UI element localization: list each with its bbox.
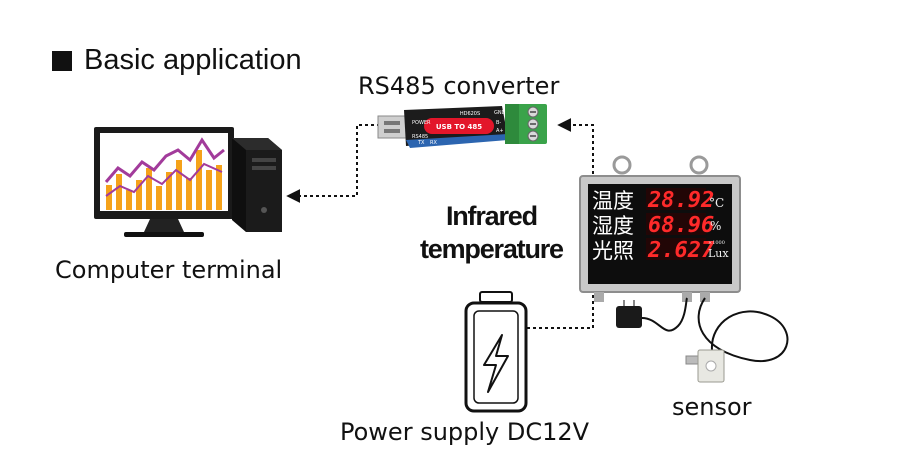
- display-label-temperature: 温度: [592, 189, 634, 213]
- converter-mark-rx: RX: [430, 140, 437, 146]
- terminal-block-icon: [505, 104, 547, 144]
- square-bullet-icon: [52, 50, 72, 71]
- label-infrared-line1: Infrared: [445, 201, 538, 231]
- computer-icon: [94, 127, 282, 237]
- label-infrared-line2: temperature: [420, 234, 564, 264]
- connection-display-to-converter: [557, 118, 594, 180]
- section-heading: Basic application: [52, 44, 302, 77]
- label-computer-terminal: Computer terminal: [55, 256, 283, 284]
- label-rs485-converter: RS485 converter: [358, 72, 560, 100]
- display-unit-humidity: %: [710, 219, 721, 233]
- usb-converter-icon: USB TO 485 HD620S POWER RS485 GND B- A+ …: [377, 104, 547, 148]
- power-adapter-icon: [616, 297, 688, 332]
- connection-power-to-display: [527, 290, 594, 329]
- converter-mark-tx: TX: [417, 140, 425, 146]
- converter-mark-power: POWER: [412, 120, 431, 126]
- battery-icon: [464, 291, 528, 413]
- led-display-panel: 温度 湿度 光照 28.92 68.96 2.627 °C % ×1000 Lu…: [579, 155, 741, 302]
- converter-body-text: USB TO 485: [436, 123, 482, 131]
- display-label-illuminance: 光照: [592, 239, 634, 263]
- converter-mark-b: B-: [496, 120, 501, 126]
- sensor-icon: [685, 297, 789, 383]
- display-unit-prefix: ×1000: [708, 240, 725, 246]
- converter-mark-rs485: RS485: [412, 134, 428, 140]
- display-value-temperature: 28.92: [647, 188, 714, 213]
- label-power-supply: Power supply DC12V: [340, 418, 590, 446]
- display-unit-illuminance: Lux: [708, 247, 729, 260]
- hanging-ring-icon: [612, 155, 632, 175]
- display-value-illuminance: 2.627: [647, 238, 715, 263]
- monitor-chart-icon: [104, 137, 225, 210]
- label-infrared-temperature: Infrared temperature: [420, 200, 564, 266]
- lightning-bolt-icon: [483, 334, 509, 393]
- converter-mark-gnd: GND: [494, 110, 506, 116]
- display-value-humidity: 68.96: [648, 213, 714, 238]
- display-unit-temperature: °C: [709, 196, 724, 210]
- label-sensor: sensor: [672, 393, 752, 421]
- converter-model-text: HD620S: [460, 111, 480, 117]
- display-label-humidity: 湿度: [592, 214, 634, 238]
- connection-converter-to-computer: [286, 124, 380, 203]
- heading-text: Basic application: [84, 44, 302, 76]
- hanging-ring-icon: [689, 155, 709, 175]
- converter-mark-a: A+: [496, 128, 504, 134]
